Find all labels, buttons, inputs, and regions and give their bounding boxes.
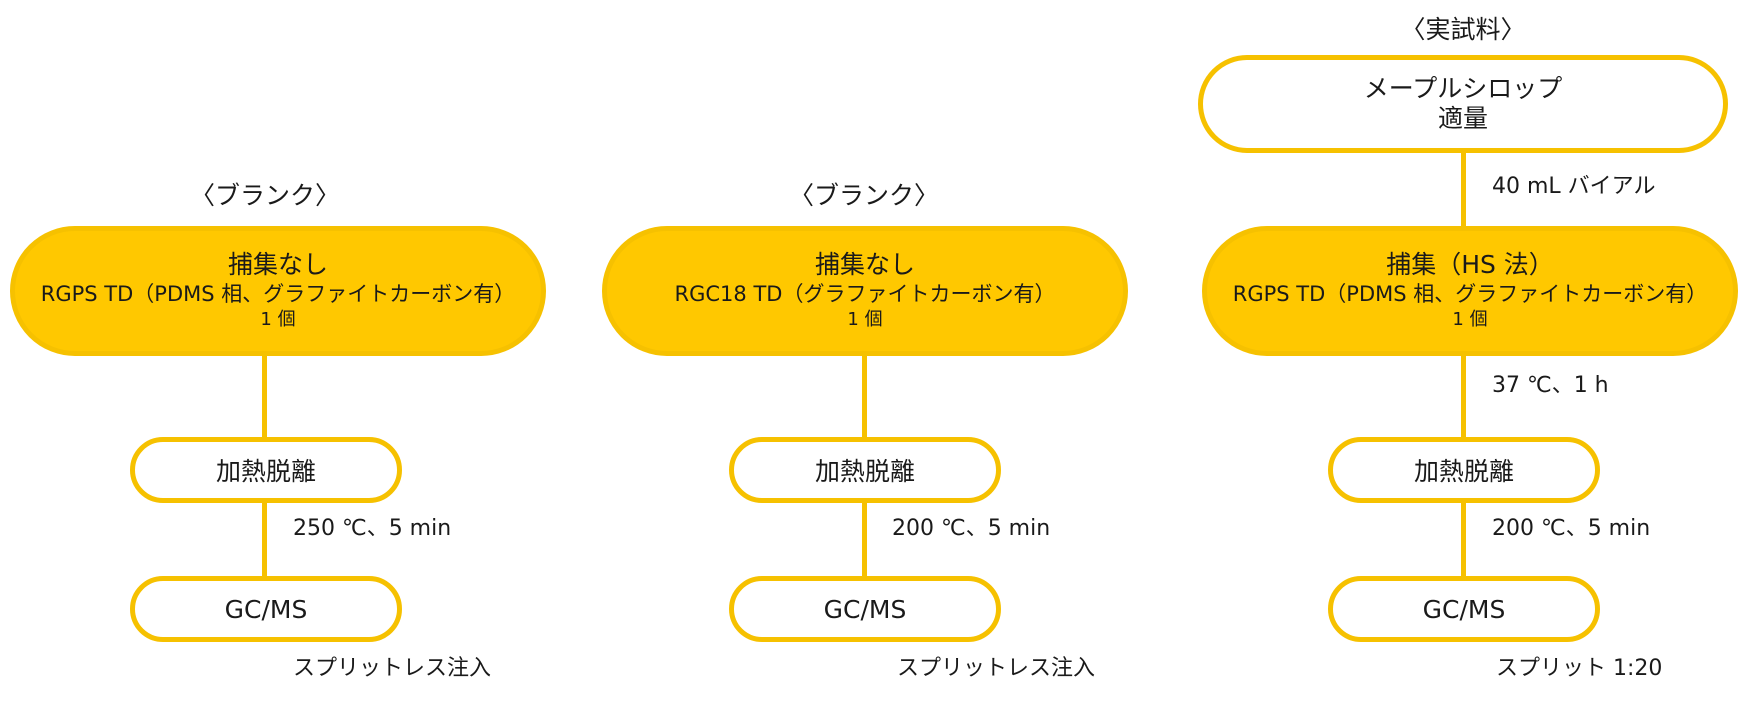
analysis-label: GC/MS — [224, 594, 308, 624]
capture-detail: RGPS TD（PDMS 相、グラファイトカーボン有） — [1232, 282, 1708, 306]
capture-detail: RGC18 TD（グラファイトカーボン有） — [674, 282, 1056, 306]
analysis-label: GC/MS — [823, 594, 907, 624]
capture-step-oval: 捕集なし RGC18 TD（グラファイトカーボン有） 1 個 — [602, 226, 1128, 356]
connector-line — [862, 495, 867, 585]
injection-note: スプリットレス注入 — [293, 656, 492, 681]
capture-count: 1 個 — [260, 309, 296, 330]
capture-step-oval: 捕集（HS 法） RGPS TD（PDMS 相、グラファイトカーボン有） 1 個 — [1202, 226, 1738, 356]
connector-line — [1461, 495, 1466, 585]
analysis-step-oval: GC/MS — [130, 576, 402, 642]
capture-title: 捕集（HS 法） — [1386, 250, 1554, 279]
desorb-label: 加熱脱離 — [814, 457, 915, 486]
desorb-condition: 250 ℃、5 min — [293, 516, 452, 541]
flow-column-blank-2: 〈ブランク〉 捕集なし RGC18 TD（グラファイトカーボン有） 1 個 加熱… — [602, 181, 1128, 681]
column-header: 〈ブランク〉 — [788, 181, 940, 210]
desorb-condition: 200 ℃、5 min — [1492, 516, 1651, 541]
injection-note: スプリット 1:20 — [1496, 656, 1663, 681]
capture-step-oval: 捕集なし RGPS TD（PDMS 相、グラファイトカーボン有） 1 個 — [10, 226, 546, 356]
analysis-step-oval: GC/MS — [1328, 576, 1600, 642]
capture-count: 1 個 — [1452, 309, 1488, 330]
flow-column-blank-1: 〈ブランク〉 捕集なし RGPS TD（PDMS 相、グラファイトカーボン有） … — [0, 0, 580, 714]
desorb-label: 加熱脱離 — [1413, 457, 1514, 486]
capture-condition: 37 ℃、1 h — [1492, 373, 1609, 398]
column-header: 〈実試料〉 — [1400, 15, 1526, 44]
sample-amount: 適量 — [1437, 104, 1488, 133]
injection-note: スプリットレス注入 — [897, 656, 1096, 681]
analysis-step-oval: GC/MS — [729, 576, 1001, 642]
sample-name: メープルシロップ — [1363, 74, 1563, 103]
capture-title: 捕集なし — [814, 250, 915, 279]
column-header: 〈ブランク〉 — [189, 181, 341, 210]
connector-line — [262, 495, 267, 585]
capture-title: 捕集なし — [227, 250, 328, 279]
connector-line — [262, 350, 267, 450]
desorb-step-oval: 加熱脱離 — [729, 437, 1001, 503]
analysis-label: GC/MS — [1422, 594, 1506, 624]
desorb-step-oval: 加熱脱離 — [1328, 437, 1600, 503]
desorb-label: 加熱脱離 — [215, 457, 316, 486]
connector-line — [1461, 145, 1466, 235]
capture-detail: RGPS TD（PDMS 相、グラファイトカーボン有） — [40, 282, 516, 306]
desorb-condition: 200 ℃、5 min — [892, 516, 1051, 541]
connector-line — [1461, 350, 1466, 450]
capture-count: 1 個 — [847, 309, 883, 330]
connector-line — [862, 350, 867, 450]
vial-note: 40 mL バイアル — [1492, 174, 1656, 199]
sample-oval: メープルシロップ 適量 — [1198, 55, 1728, 153]
desorb-step-oval: 加熱脱離 — [130, 437, 402, 503]
